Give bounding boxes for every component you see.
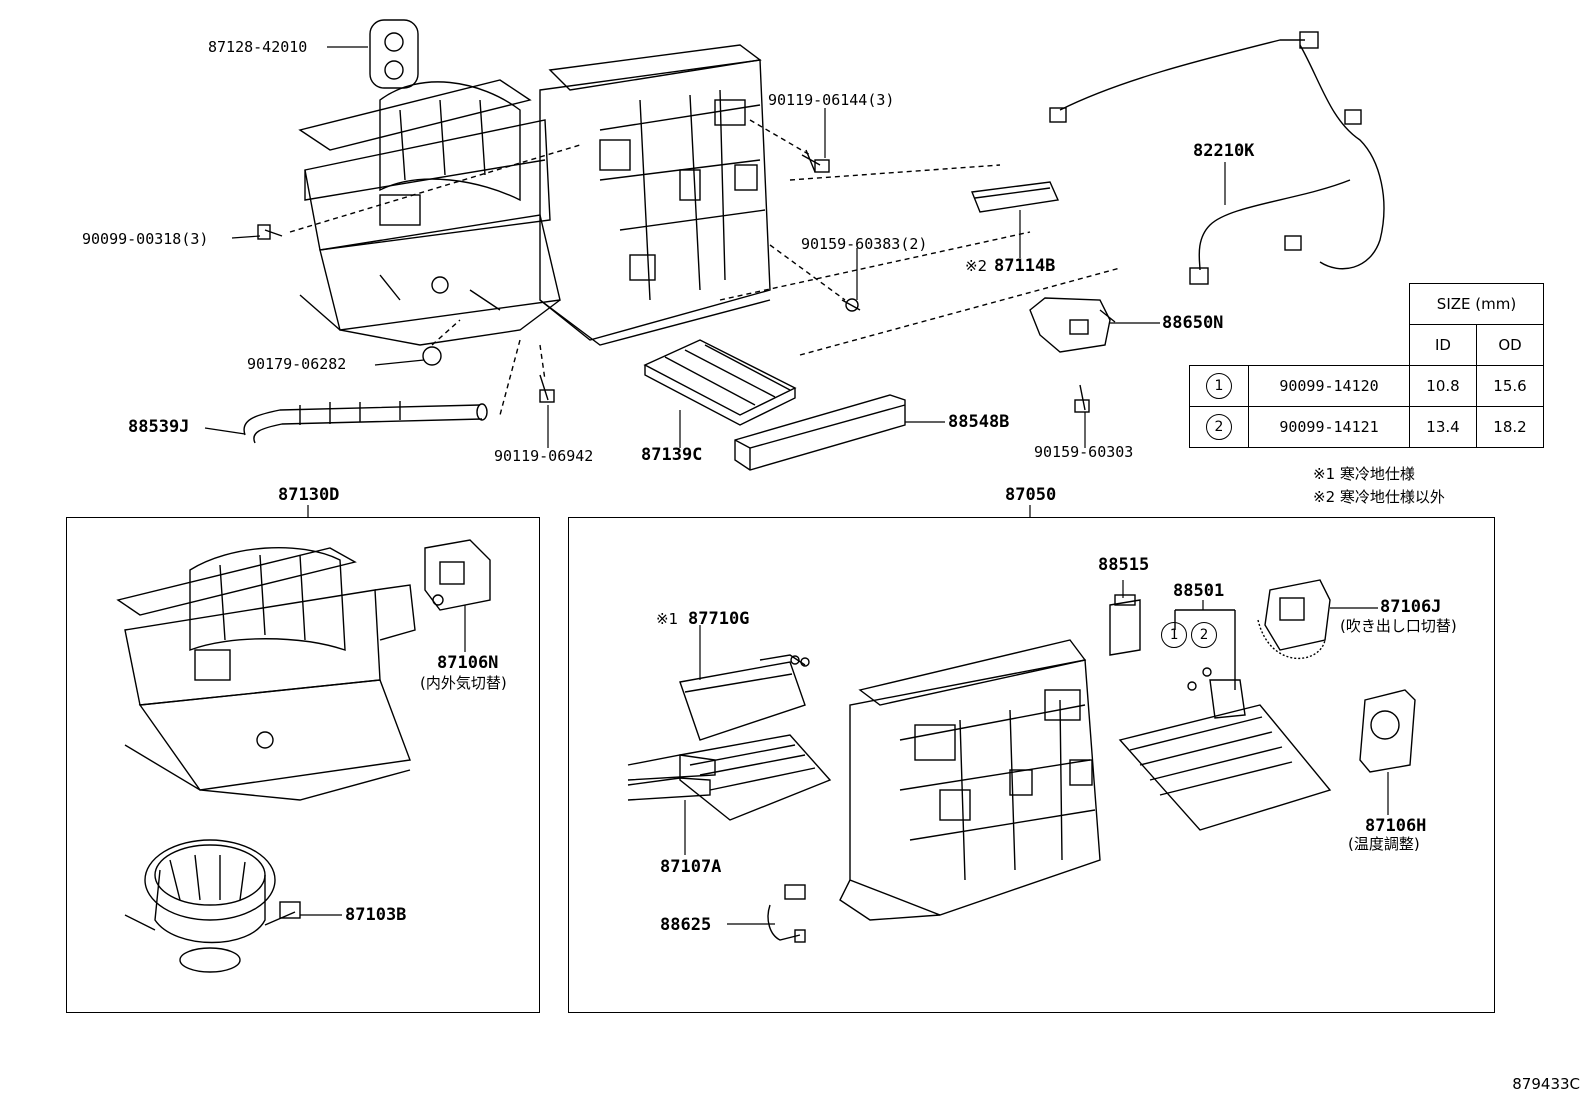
label-87139c[interactable]: 87139C [641, 445, 703, 465]
label-87106h-desc: (温度調整) [1348, 835, 1420, 853]
label-90119-06942[interactable]: 90119-06942 [494, 447, 594, 465]
label-87130d[interactable]: 87130D [278, 485, 340, 505]
leader-lines [204, 46, 1389, 925]
row-part[interactable]: 90099-14121 [1248, 406, 1410, 448]
temp-actuator-drawing [1359, 689, 1416, 773]
label-87106j[interactable]: 87106J [1380, 597, 1442, 617]
label-87710g[interactable]: 87710G [688, 609, 750, 629]
expansion-valve-drawing [1109, 594, 1141, 656]
air-filter-drawing [643, 339, 797, 426]
drain-hose-drawing [243, 401, 488, 444]
size-col-id: ID [1409, 324, 1477, 366]
evaporator-drawing [1118, 679, 1332, 831]
blower-assembly-frame [66, 517, 540, 1013]
sensor-bracket-drawing [1029, 297, 1116, 353]
hvac-case-drawing [839, 639, 1101, 921]
label-88501[interactable]: 88501 [1173, 581, 1225, 601]
heater-unit-top-drawing [539, 44, 771, 346]
sensor-wire-drawing [767, 884, 806, 943]
screws-top [257, 149, 1090, 413]
size-table: SIZE (mm) ID OD 1 90099-14120 10.8 15.6 … [1189, 283, 1544, 448]
grommet-drawing [369, 19, 419, 89]
label-88539j[interactable]: 88539J [128, 417, 190, 437]
reference-lines [289, 119, 1121, 416]
label-90159-60383[interactable]: 90159-60383(2) [801, 235, 928, 253]
label-87114b-mark: ※2 [965, 257, 988, 275]
row-id: 13.4 [1409, 406, 1477, 448]
label-87107a[interactable]: 87107A [660, 857, 722, 877]
heater-assembly-frame [568, 517, 1495, 1013]
sub-item-1: 1 [1161, 622, 1187, 648]
row-id: 10.8 [1409, 365, 1477, 407]
row-mark: 2 [1206, 414, 1232, 440]
wire-harness-drawing [1049, 31, 1385, 285]
row-od: 18.2 [1476, 406, 1544, 448]
size-header: SIZE (mm) [1409, 283, 1544, 325]
label-88650n[interactable]: 88650N [1162, 313, 1224, 333]
label-90159-60303[interactable]: 90159-60303 [1034, 443, 1134, 461]
label-87106n[interactable]: 87106N [437, 653, 499, 673]
label-90099-00318[interactable]: 90099-00318(3) [82, 230, 209, 248]
row-mark: 1 [1206, 373, 1232, 399]
label-87106j-desc: (吹き出し口切替) [1340, 617, 1457, 635]
label-87128-42010[interactable]: 87128-42010 [208, 38, 308, 56]
blower-motor-drawing [124, 839, 301, 973]
label-87106n-desc: (内外気切替) [420, 674, 507, 692]
table-row: 2 90099-14121 13.4 18.2 [1189, 406, 1544, 448]
note-1: ※1 寒冷地仕様 [1313, 465, 1415, 483]
table-row: 1 90099-14120 10.8 15.6 [1189, 365, 1544, 407]
diagram-code: 879433C [1512, 1075, 1580, 1093]
filter-strip-drawing [971, 181, 1060, 213]
label-87103b[interactable]: 87103B [345, 905, 407, 925]
blower-unit-top-drawing [298, 79, 561, 346]
mode-actuator-drawing [1257, 579, 1331, 660]
size-col-od: OD [1476, 324, 1544, 366]
sub-item-2: 2 [1191, 622, 1217, 648]
label-82210k[interactable]: 82210K [1193, 141, 1255, 161]
label-90119-06144[interactable]: 90119-06144(3) [768, 91, 895, 109]
label-88515[interactable]: 88515 [1098, 555, 1150, 575]
row-od: 15.6 [1476, 365, 1544, 407]
heater-core-drawing [627, 734, 832, 821]
filter-case-drawing [734, 394, 906, 471]
row-part[interactable]: 90099-14120 [1248, 365, 1410, 407]
label-87106h[interactable]: 87106H [1365, 816, 1427, 836]
note-2: ※2 寒冷地仕様以外 [1313, 488, 1445, 506]
intake-actuator-drawing [424, 539, 491, 611]
heater-core-cover-drawing [679, 654, 810, 741]
label-88548b[interactable]: 88548B [948, 412, 1010, 432]
label-88625[interactable]: 88625 [660, 915, 712, 935]
label-87050[interactable]: 87050 [1005, 485, 1057, 505]
label-87114b[interactable]: 87114B [994, 256, 1056, 276]
label-90179-06282[interactable]: 90179-06282 [247, 355, 347, 373]
label-87710g-mark: ※1 [656, 610, 679, 628]
blower-assembly-drawing [116, 547, 416, 801]
